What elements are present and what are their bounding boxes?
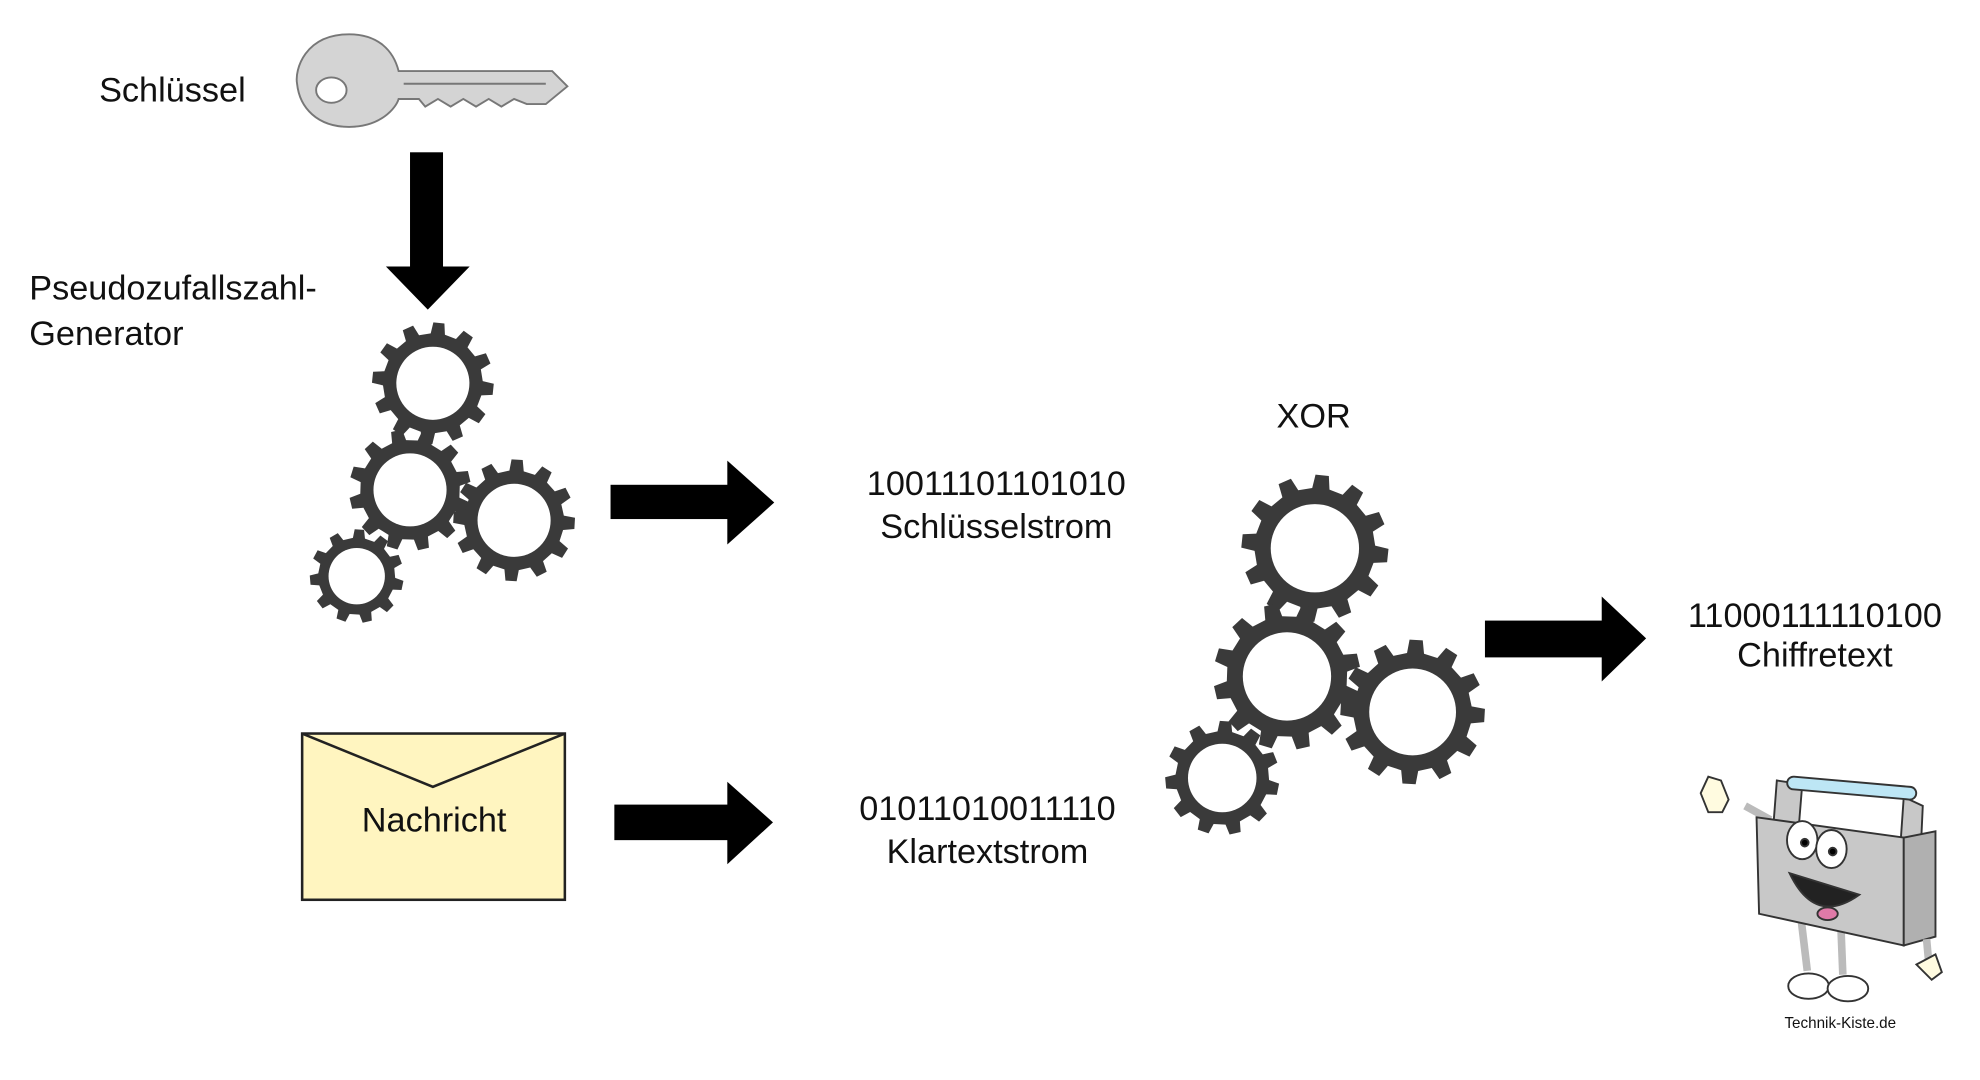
xor-label: XOR xyxy=(1277,398,1351,436)
gear-hole xyxy=(1242,632,1332,721)
prng-label-line1: Pseudozufallszahl- xyxy=(29,270,316,308)
toolbox-mascot-logo xyxy=(1699,775,1943,1003)
arrow-right-icon xyxy=(614,781,773,865)
prng-gears-icon xyxy=(309,322,576,623)
xor-gears-icon xyxy=(1165,474,1485,835)
keystream-bits: 10011101101010 xyxy=(867,465,1126,503)
arrow-right-icon xyxy=(610,460,775,545)
arrow-down-icon xyxy=(385,152,470,310)
ciphertext-label: Chiffretext xyxy=(1737,636,1893,674)
keystream-label: Schlüsselstrom xyxy=(880,508,1112,546)
key-icon xyxy=(295,33,569,128)
envelope-icon xyxy=(300,732,567,902)
gear-hole xyxy=(328,547,385,605)
logo-text: Technik-Kiste.de xyxy=(1784,1015,1896,1032)
key-label: Schlüssel xyxy=(99,72,246,110)
prng-label-line2: Generator xyxy=(29,315,183,353)
ciphertext-bits: 11000111110100 xyxy=(1688,597,1942,635)
gear-hole xyxy=(1270,504,1360,593)
plaintext-stream-label: Klartextstrom xyxy=(887,833,1089,871)
gear-hole xyxy=(396,346,470,420)
gear-hole xyxy=(1369,668,1457,756)
plaintext-stream-bits: 01011010011110 xyxy=(859,790,1116,828)
gear-hole xyxy=(477,483,551,557)
arrow-right-icon xyxy=(1484,596,1647,682)
gear-hole xyxy=(1187,743,1257,813)
gear-hole xyxy=(373,453,447,527)
message-label: Nachricht xyxy=(362,801,507,839)
